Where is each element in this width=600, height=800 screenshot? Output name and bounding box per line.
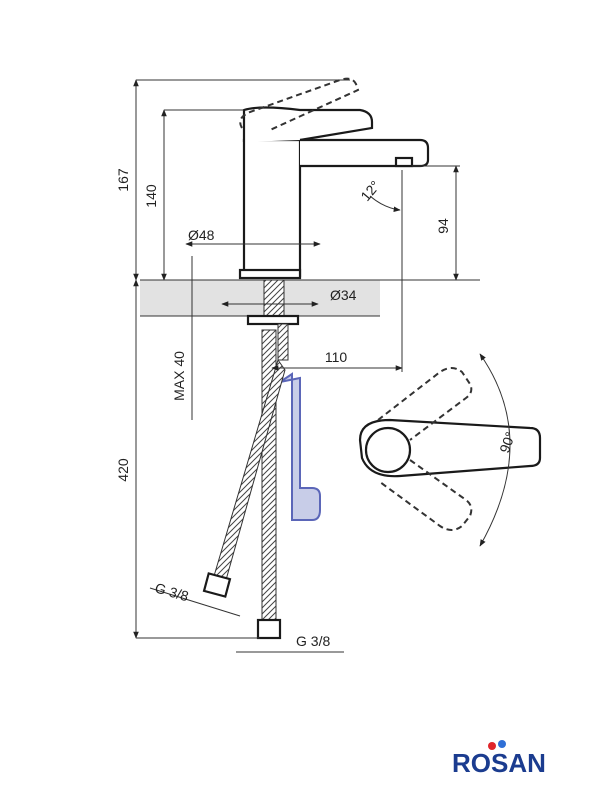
mounting-bracket xyxy=(279,372,321,521)
dim-max-thickness: MAX 40 xyxy=(171,351,187,401)
dim-spout-height: 94 xyxy=(435,218,451,234)
dim-thread-left: G 3/8 xyxy=(153,580,191,605)
dimension-lines xyxy=(133,79,460,653)
dim-hose-length: 420 xyxy=(115,458,131,482)
brand-name: ROSAN xyxy=(452,748,546,778)
logo-dot-red xyxy=(488,742,496,750)
flexible-hoses xyxy=(202,329,286,640)
dim-reach: 110 xyxy=(325,349,348,365)
raised-lever-outline xyxy=(239,77,360,131)
mounting-rod xyxy=(246,279,300,361)
lever-plan-view xyxy=(358,353,542,547)
faucet-body xyxy=(238,106,430,280)
dim-overall-height: 167 xyxy=(115,168,131,192)
dim-hole-diameter: Ø34 xyxy=(330,287,357,303)
countertop-section xyxy=(140,280,380,316)
logo-dot-blue xyxy=(498,740,506,748)
dim-thread-right: G 3/8 xyxy=(296,633,330,649)
dim-lever-angle: 90° xyxy=(496,430,518,455)
dim-body-diameter: Ø48 xyxy=(188,227,215,243)
dim-body-height: 140 xyxy=(143,184,159,208)
dim-spray-angle: 12° xyxy=(357,178,383,205)
rosan-logo: ROSAN xyxy=(452,740,546,778)
